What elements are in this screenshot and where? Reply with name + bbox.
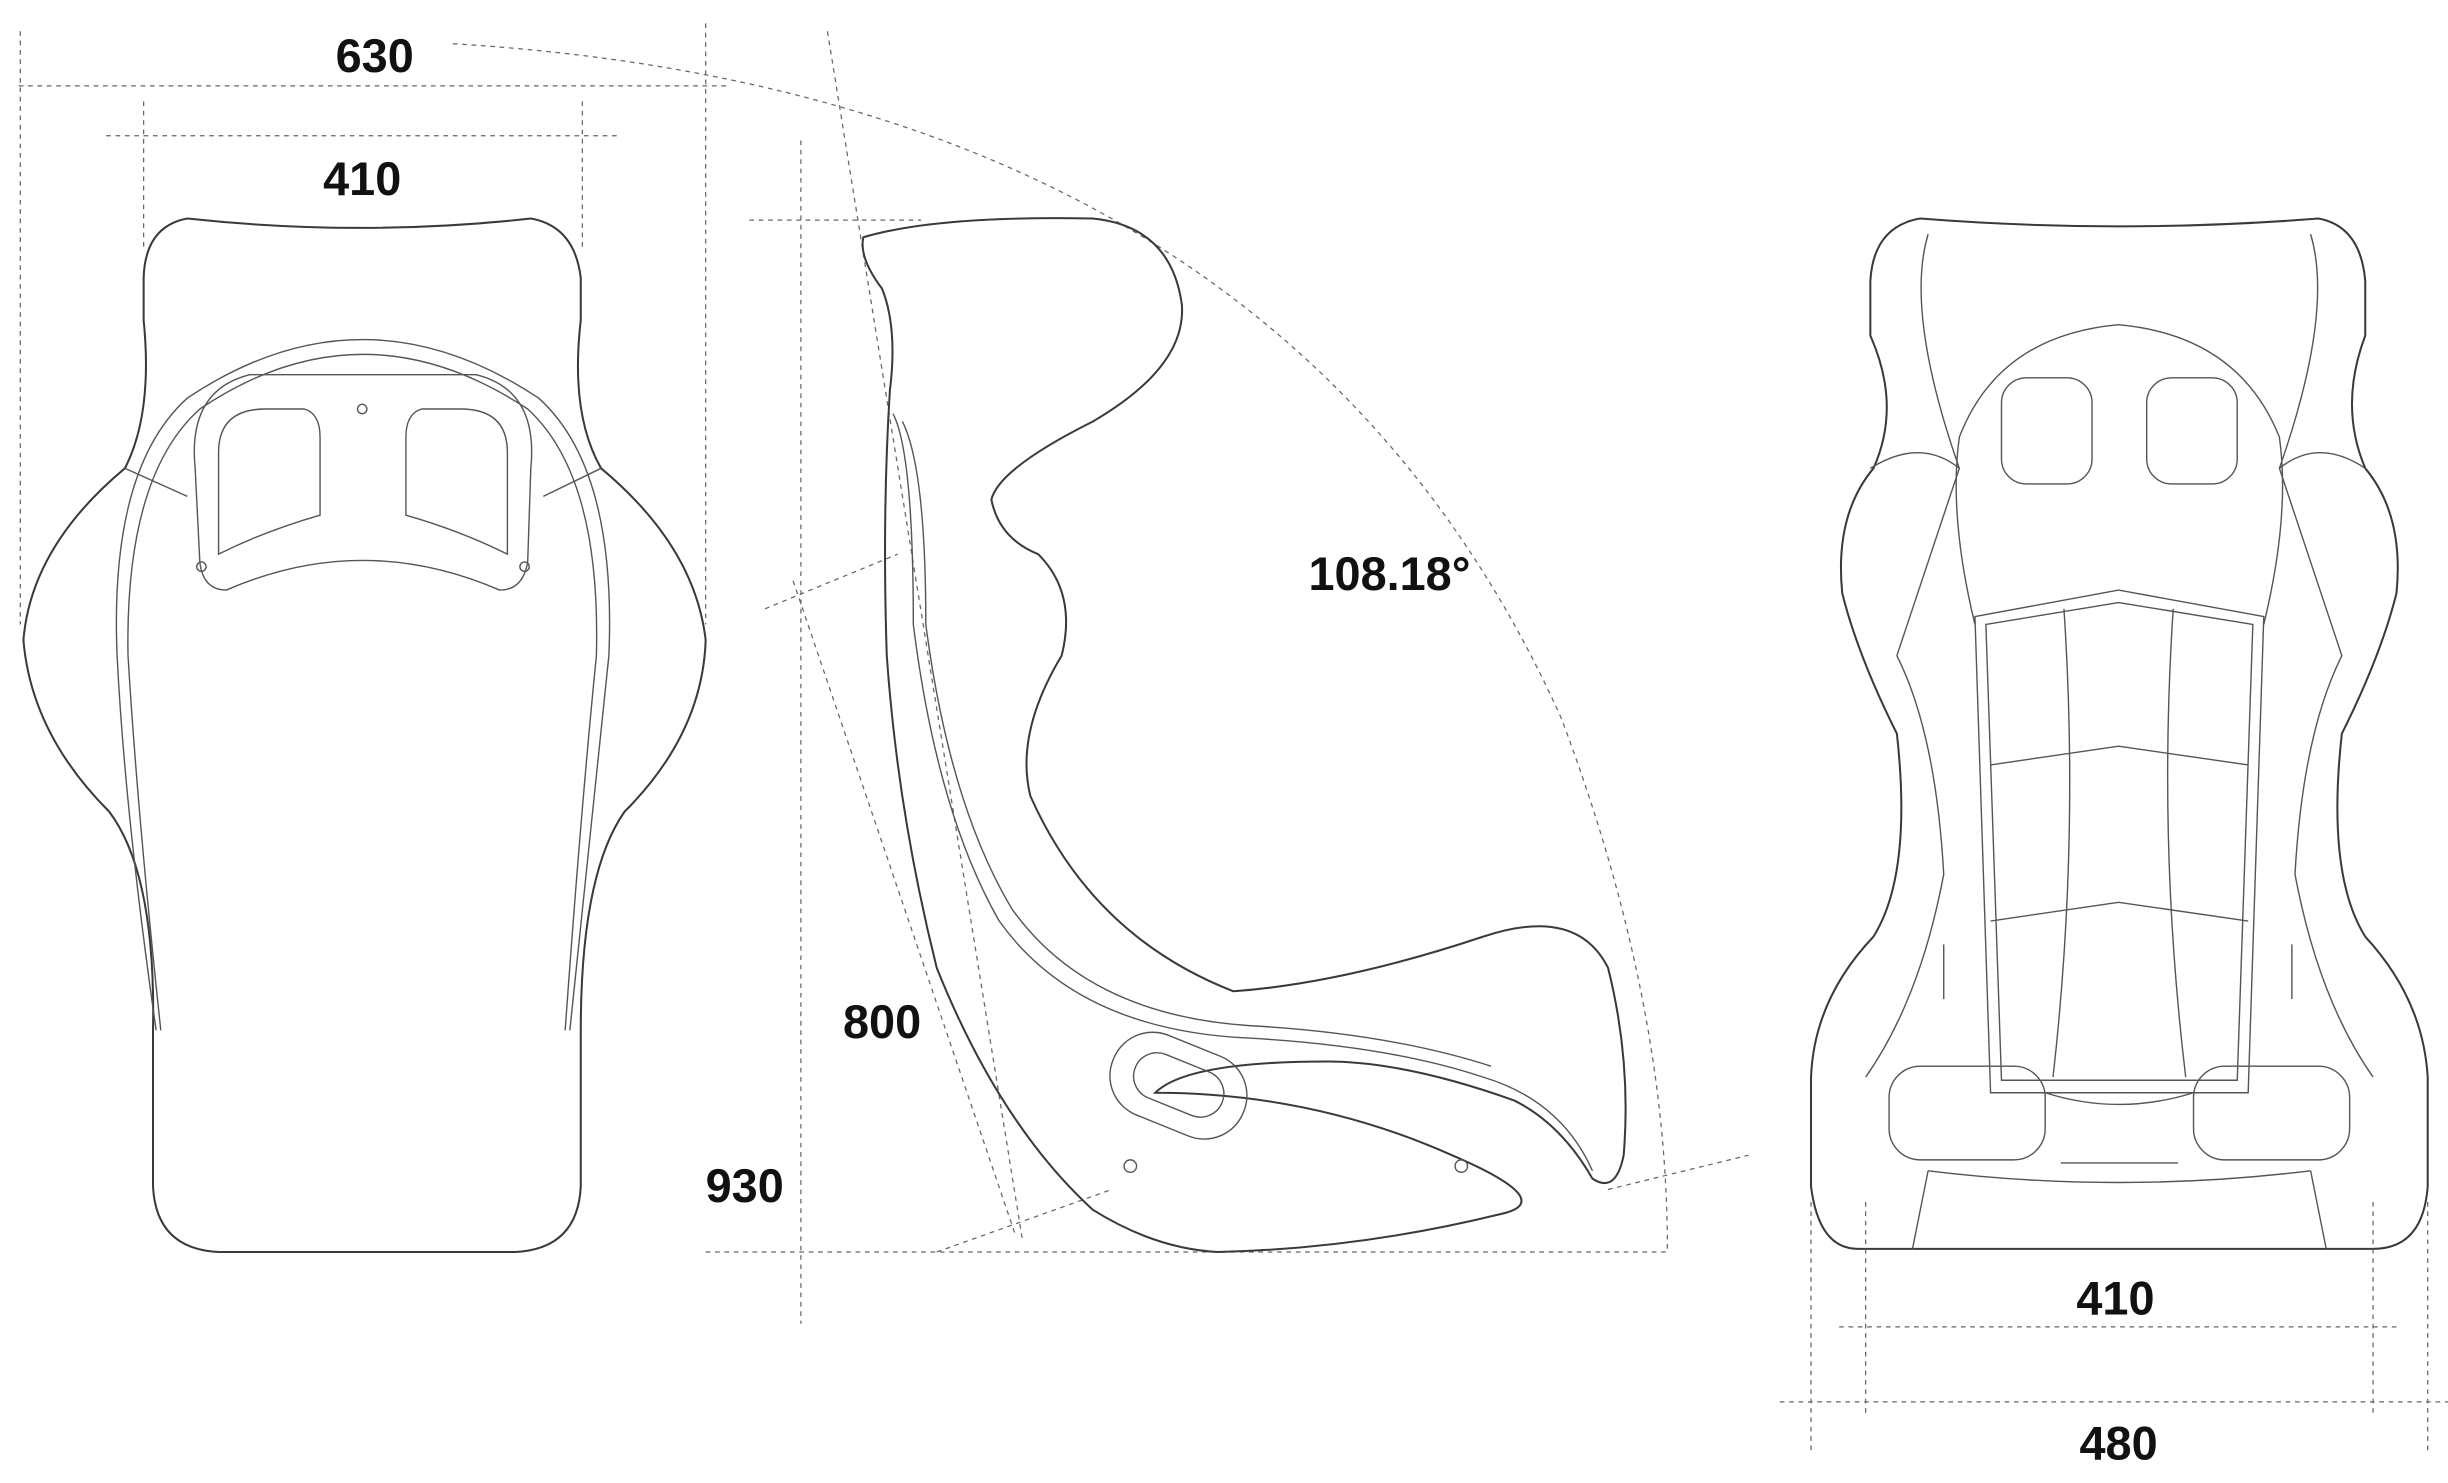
mount-hole xyxy=(356,403,368,415)
dimension-label-410: 410 xyxy=(323,153,401,205)
recline-arc xyxy=(452,43,1669,1249)
harness-slot-right xyxy=(405,408,509,556)
rear-shell-line xyxy=(116,655,157,1031)
dimension-line-800 xyxy=(792,580,1016,1234)
mount-hole xyxy=(1123,1159,1138,1174)
mount-hole xyxy=(519,561,530,573)
side-mount-slot-inner xyxy=(1132,1052,1225,1118)
backrest-panel xyxy=(1955,323,2284,625)
dimension-label-930: 930 xyxy=(706,1160,784,1212)
extension-line xyxy=(764,553,898,610)
cushion-grid xyxy=(1974,589,2265,1094)
rear-view: 630 410 xyxy=(18,23,728,1253)
front-shell-line xyxy=(2278,233,2374,1078)
dimension-label-800: 800 xyxy=(843,996,921,1048)
harness-slot-left xyxy=(2000,377,2093,485)
thigh-bolster-left xyxy=(1888,1065,2046,1161)
side-view: 108.18° 800 930 xyxy=(452,31,1749,1324)
extension-line xyxy=(1607,1154,1749,1191)
front-shell-line xyxy=(2278,452,2366,469)
front-shell-line xyxy=(1865,233,1961,1078)
harness-slot-left xyxy=(217,408,321,556)
extension-line xyxy=(936,1188,1112,1253)
harness-slot-right xyxy=(2145,377,2238,485)
side-shell-line xyxy=(901,421,1492,1067)
seat-front-edge xyxy=(1911,1092,2327,1249)
side-shell-line xyxy=(892,413,1594,1172)
angle-label: 108.18° xyxy=(1309,548,1471,600)
dimension-label-630: 630 xyxy=(336,30,414,82)
dimension-label-480: 480 xyxy=(2080,1418,2158,1470)
thigh-bolster-right xyxy=(2192,1065,2351,1161)
side-seat-outline xyxy=(861,217,1627,1253)
dimension-label-410-front: 410 xyxy=(2076,1272,2154,1324)
front-shell-line xyxy=(1869,452,1960,469)
cushion-grid xyxy=(1990,608,2249,1078)
headrest-panel xyxy=(193,373,533,591)
front-view: 410 480 xyxy=(1779,217,2448,1470)
rear-shell-line xyxy=(127,655,162,1031)
rear-shell-line xyxy=(124,467,188,498)
front-seat-outline xyxy=(1810,217,2429,1250)
rear-shell-line xyxy=(542,467,602,498)
back-angle-line xyxy=(826,31,1024,1242)
mount-hole xyxy=(1454,1159,1469,1174)
rear-shell-line xyxy=(127,353,598,1031)
rear-shell-line xyxy=(115,338,611,1031)
side-mount-slot xyxy=(1109,1031,1248,1140)
cushion-grid xyxy=(1985,601,2254,1081)
mount-hole xyxy=(196,561,207,573)
rear-seat-outline xyxy=(22,217,707,1253)
